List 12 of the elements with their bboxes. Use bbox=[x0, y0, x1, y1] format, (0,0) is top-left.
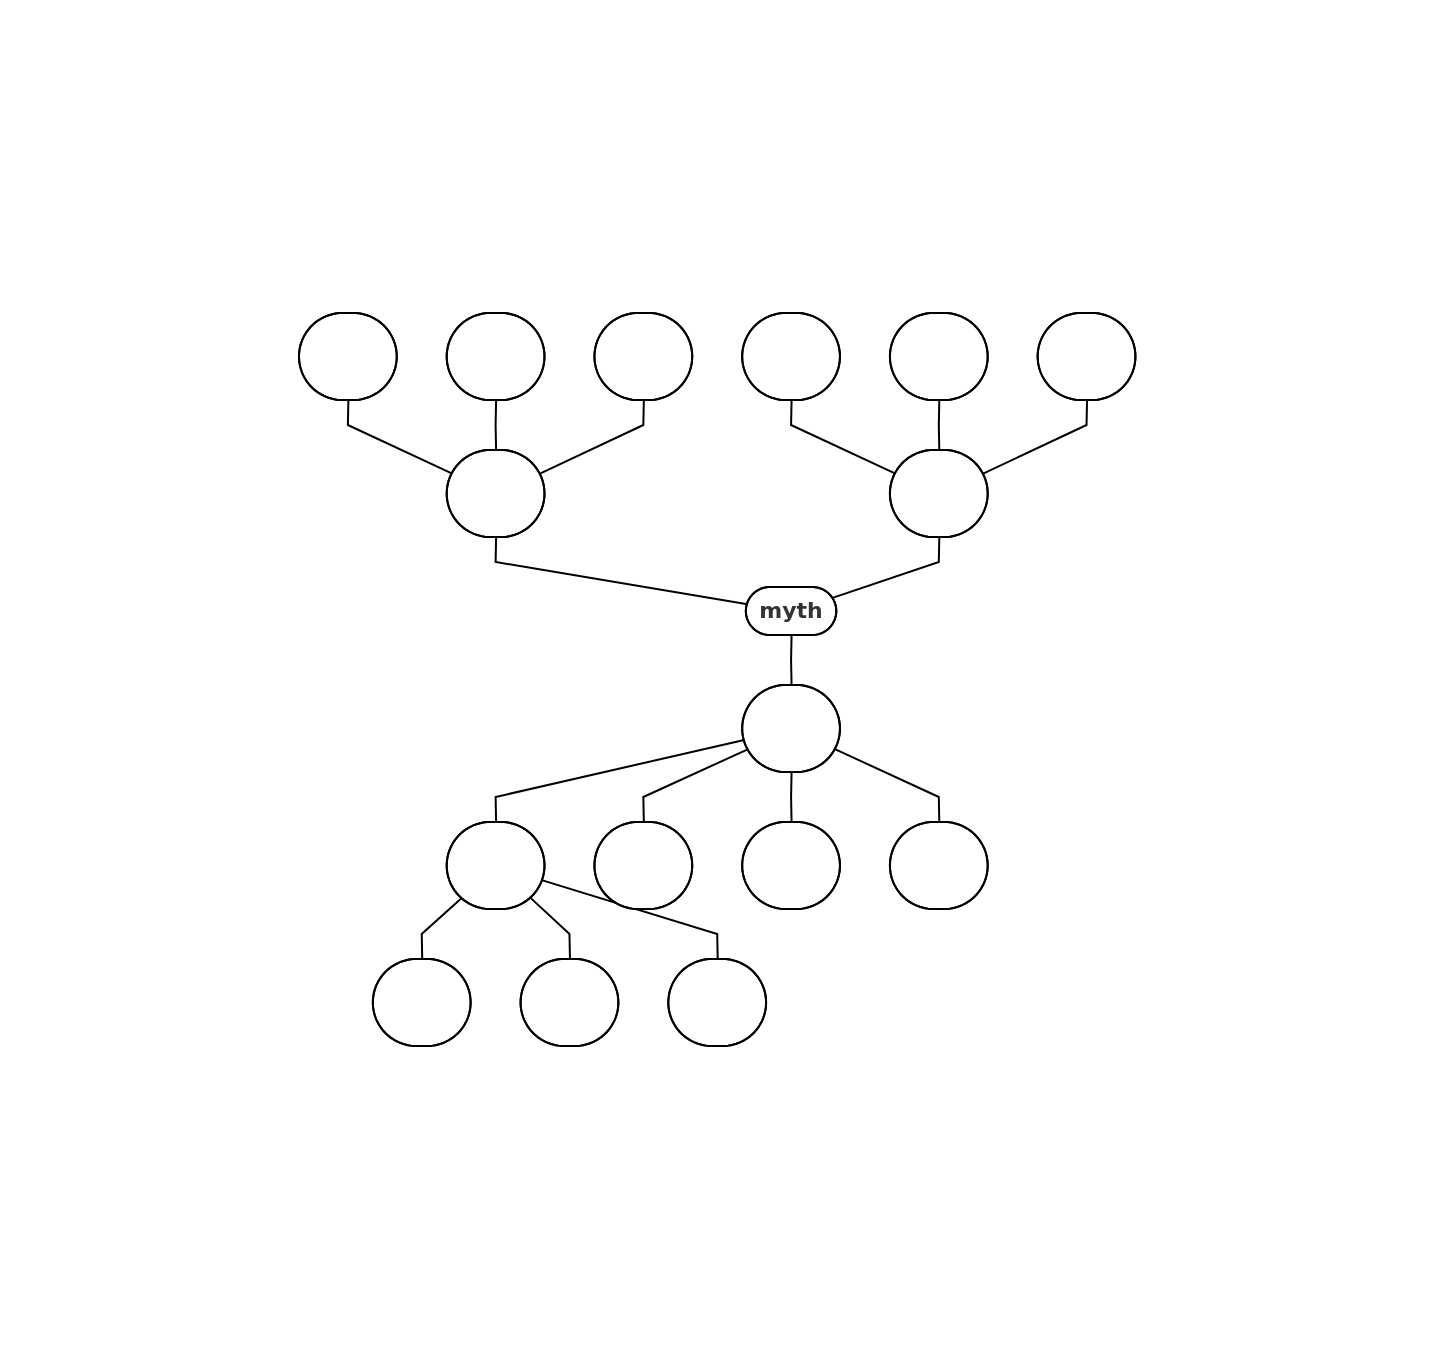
connector bbox=[789, 634, 793, 686]
connector bbox=[834, 747, 941, 823]
connector bbox=[494, 399, 497, 451]
connector bbox=[538, 399, 645, 475]
connector bbox=[346, 399, 454, 475]
connector bbox=[420, 896, 463, 960]
connector bbox=[642, 747, 749, 823]
connector bbox=[981, 399, 1088, 475]
connector bbox=[529, 896, 571, 960]
connector bbox=[541, 878, 719, 960]
connector bbox=[937, 399, 941, 451]
connector bbox=[789, 771, 793, 823]
